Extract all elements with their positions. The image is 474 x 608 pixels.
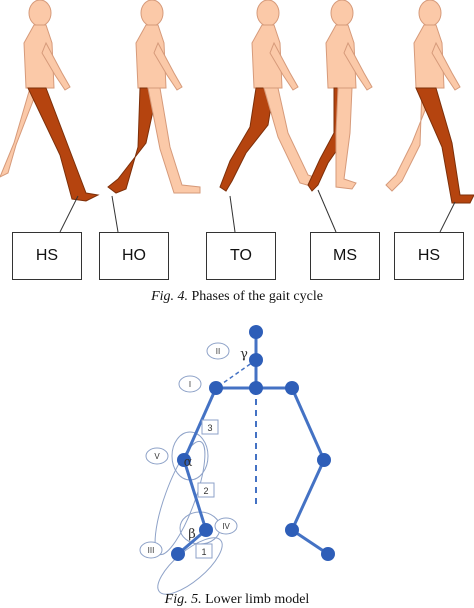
roman-label-i: I [189,380,191,389]
phase-label-hs-2: HS [394,232,464,280]
roman-label-v: V [154,452,160,461]
figure-heel-strike-2 [385,0,474,204]
angle-beta: β [188,527,196,542]
segment-number-2: 2 [203,486,208,496]
figure-5-caption-text: Lower limb model [201,592,310,607]
segment-number-3: 3 [207,423,212,433]
figure-5-caption: Fig. 5. Lower limb model [0,592,474,608]
joint-ankle-left [199,523,213,537]
phase-label-hs-1: HS [12,232,82,280]
joint-toe-right [321,547,335,561]
figure-heel-off [107,0,201,194]
phase-label-to: TO [206,232,276,280]
joint-head [249,325,263,339]
angle-alpha: α [184,455,193,470]
joint-hip-left [209,381,223,395]
figure-heel-strike-1 [0,0,100,202]
figure-4-caption-text: Phases of the gait cycle [188,289,323,304]
roman-label-ii: II [216,347,220,356]
roman-label-iv: IV [222,522,230,531]
joint-knee-left [177,453,191,467]
joint-ankle-right [285,523,299,537]
joint-knee-right [317,453,331,467]
joint-neck [249,353,263,367]
segment-number-1: 1 [201,547,206,557]
lower-limb-model: II I V IV III 3 2 1 γ α β [139,325,335,595]
joint-hip-right [285,381,299,395]
joint-pelvis [249,381,263,395]
joint-toe-left [171,547,185,561]
figure-4-caption: Fig. 4. Phases of the gait cycle [0,289,474,305]
phase-label-ms: MS [310,232,380,280]
figure-5-caption-prefix: Fig. 5. [164,592,202,607]
phase-label-ho: HO [99,232,169,280]
gait-cycle-illustration [0,0,474,233]
figure-4-caption-prefix: Fig. 4. [151,289,189,304]
figure-mid-swing [307,0,373,192]
figure-toe-off [219,0,321,192]
roman-label-iii: III [148,546,155,555]
angle-gamma: γ [240,347,248,362]
